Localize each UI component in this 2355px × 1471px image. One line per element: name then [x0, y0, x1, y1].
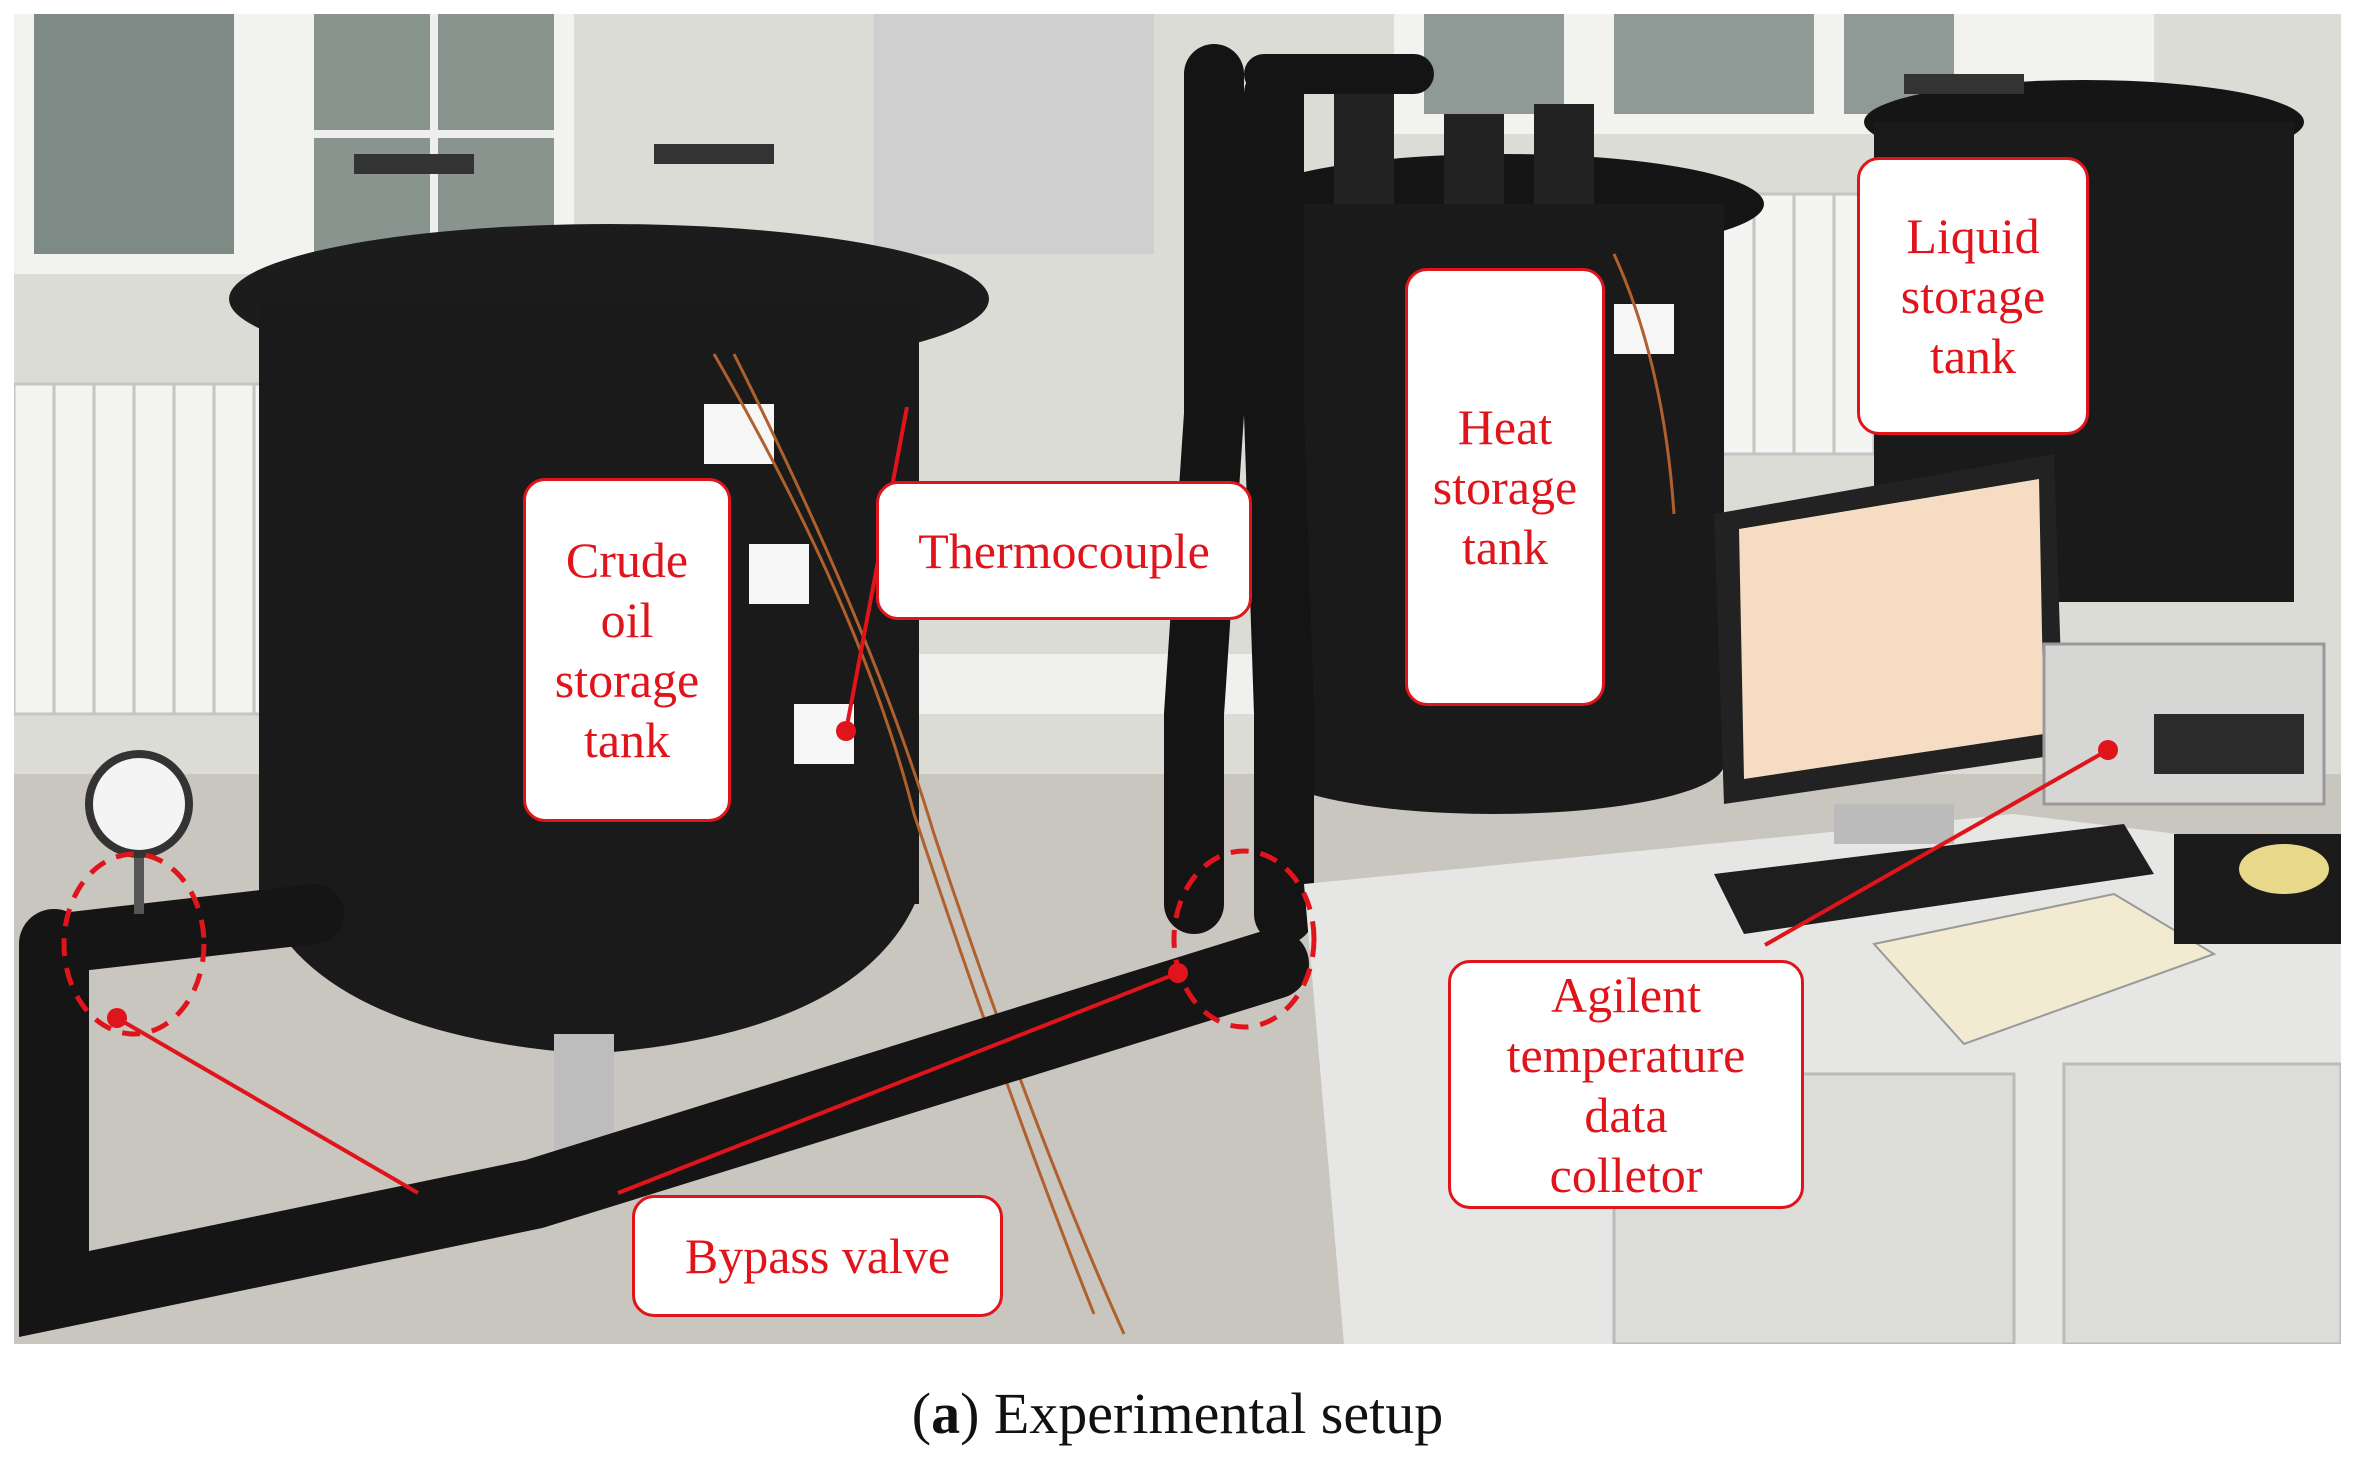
label-liquid-storage-tank: Liquid storage tank	[1857, 157, 2089, 435]
window-left	[14, 14, 574, 274]
notebook	[1872, 892, 2217, 1046]
valve-highlight-circles	[61, 848, 1317, 1037]
monitor	[1714, 454, 2064, 844]
pressure-gauge	[85, 750, 193, 914]
label-heat-storage-tank: Heat storage tank	[1405, 268, 1605, 706]
window-right	[1394, 14, 2154, 134]
caption-text: ) Experimental setup	[960, 1381, 1444, 1446]
annotation-dots	[107, 721, 2118, 1028]
mouse	[2239, 844, 2329, 894]
data-logger-device	[2042, 642, 2326, 806]
thermocouple-tags	[704, 304, 1674, 764]
caption-open: (	[911, 1381, 932, 1446]
thermocouple-wires	[712, 253, 1676, 1335]
caption-letter: a	[931, 1381, 961, 1446]
curtain	[874, 14, 1154, 254]
keyboard	[1714, 824, 2154, 934]
label-bypass-valve: Bypass valve	[632, 1195, 1003, 1317]
label-agilent-temperature-data-collector: Agilent temperature data colletor	[1448, 960, 1804, 1209]
label-thermocouple: Thermocouple	[876, 481, 1252, 620]
figure-caption: (a) Experimental setup	[0, 1380, 2355, 1447]
label-crude-oil-storage-tank: Crude oil storage tank	[523, 478, 731, 822]
lab-photo: Crude oil storage tank Thermocouple Heat…	[14, 14, 2341, 1344]
lab-scene	[14, 14, 2341, 1344]
